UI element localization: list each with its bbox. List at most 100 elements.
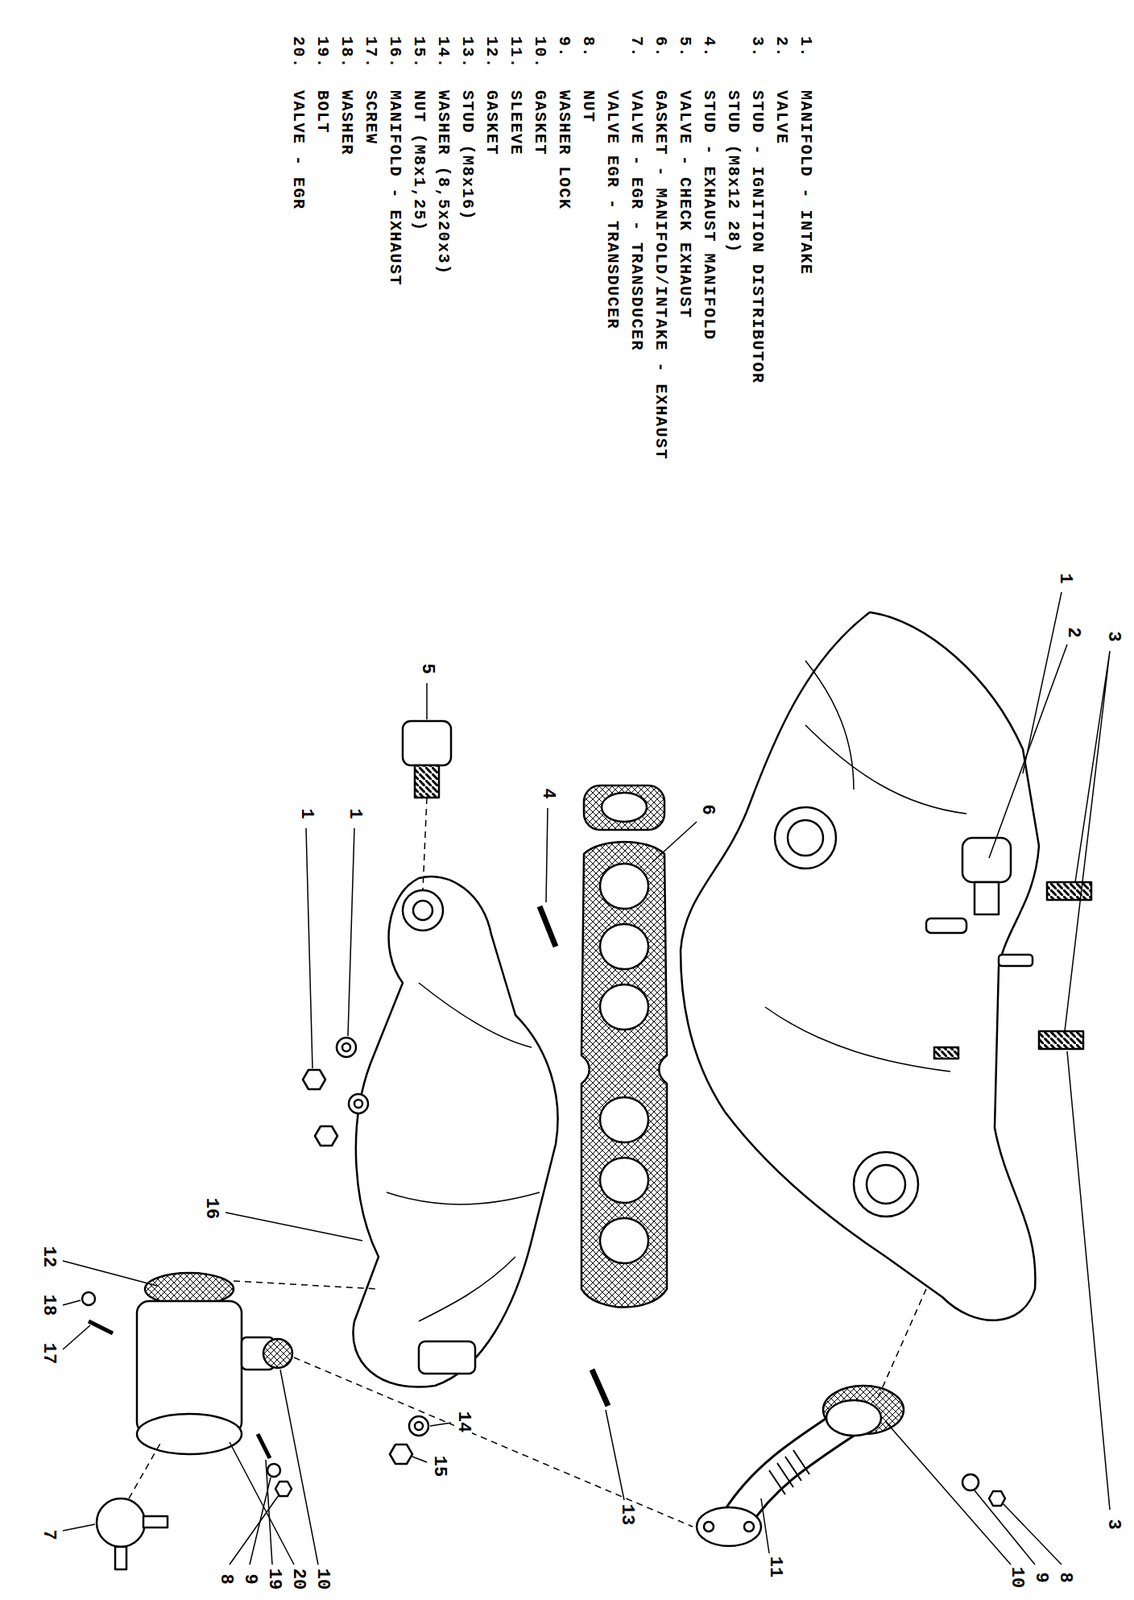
callout-number: 12 — [39, 1244, 58, 1269]
bellows — [769, 1449, 810, 1495]
gasket — [581, 841, 667, 1308]
leader-line — [229, 1494, 279, 1565]
bolt — [257, 1433, 270, 1458]
dowel — [998, 954, 1033, 966]
washer — [409, 1415, 429, 1436]
callout-number: 10 — [313, 1566, 332, 1591]
gasket — [263, 1338, 293, 1368]
pipe-stub — [926, 918, 967, 933]
callout-number: 8 — [216, 1571, 235, 1586]
assembly-line — [128, 1441, 162, 1499]
item-number: 7. — [626, 36, 646, 58]
leader-line — [412, 1456, 427, 1462]
assembly-line — [422, 797, 427, 890]
callout-number: 1 — [1055, 571, 1074, 585]
nut — [389, 1444, 413, 1464]
item-number: 2. — [771, 36, 791, 58]
item-number: 15. — [409, 36, 429, 70]
callout-number: 17 — [39, 1340, 58, 1366]
leader-line — [1067, 1051, 1110, 1510]
item-number: 4. — [699, 36, 719, 58]
part-name: VALVE - EGR - TRANSDUCER — [626, 90, 646, 352]
part-name: MANIFOLD - INTAKE — [795, 90, 816, 276]
leader-line — [306, 827, 313, 1068]
stud — [539, 906, 556, 947]
valve-fitting — [974, 881, 999, 915]
check-port — [413, 900, 433, 920]
leader-line — [426, 682, 428, 720]
nut — [275, 1481, 292, 1496]
callout-number: 16 — [202, 1196, 220, 1221]
screw — [88, 1320, 113, 1333]
stud — [591, 1369, 609, 1406]
part-name: STUD (M8x12 28) — [723, 90, 743, 254]
part-name: VALVE EGR - TRANSDUCER — [602, 90, 622, 330]
item-number: 10. — [529, 36, 550, 70]
part-name: GASKET - MANIFOLD/INTAKE - EXHAUST — [650, 90, 671, 460]
part-name: SCREW — [360, 90, 381, 145]
transducer-port — [115, 1546, 127, 1569]
check-valve — [414, 765, 439, 798]
leader-line — [761, 1498, 770, 1553]
item-number: 6. — [650, 36, 671, 58]
part-name: VALVE — [771, 90, 791, 145]
part-name: STUD - IGNITION DISTRIBUTOR — [747, 90, 767, 385]
outlet-flange — [418, 1340, 476, 1374]
item-number: 3. — [747, 36, 767, 58]
item-number: 14. — [433, 36, 453, 70]
callout-number: 11 — [765, 1554, 784, 1579]
part-name: NUT (M8x1,25) — [409, 90, 429, 232]
leader-line — [62, 1260, 158, 1286]
part-name: VALVE - CHECK EXHAUST — [674, 90, 695, 319]
callout-number: 18 — [39, 1292, 58, 1317]
item-number: 18. — [336, 36, 356, 70]
part-name: MANIFOLD - EXHAUST — [384, 90, 405, 286]
item-number: 5. — [674, 36, 695, 58]
assembly-line — [293, 1357, 693, 1527]
item-number: 20. — [288, 36, 308, 70]
leader-line — [62, 1299, 81, 1305]
item-number: 8. — [578, 36, 598, 58]
check-port — [402, 889, 443, 931]
throttle-port — [787, 819, 824, 856]
egr-valve-cap — [136, 1413, 242, 1454]
part-name: WASHER LOCK — [554, 90, 574, 211]
port — [853, 1151, 919, 1217]
gasket-hole — [600, 984, 649, 1030]
leader-line — [605, 1409, 625, 1500]
callout-number: 5 — [418, 661, 436, 675]
throttle-port — [774, 807, 837, 869]
item-number: 9. — [554, 36, 574, 58]
leader-line — [229, 1441, 294, 1565]
pipe-flange — [696, 1506, 762, 1546]
callout-number: 9 — [1031, 1569, 1050, 1584]
leader-line — [430, 1422, 452, 1426]
part-name: SLEEVE — [505, 90, 526, 156]
washer — [82, 1291, 96, 1305]
callout-number: 20 — [289, 1566, 307, 1591]
washer — [342, 1042, 351, 1052]
gasket-hole — [601, 792, 647, 822]
leader-line — [1002, 1502, 1062, 1565]
leader-line — [62, 1523, 96, 1531]
callout-number: 15 — [430, 1453, 448, 1478]
leader-line — [989, 644, 1068, 858]
callout-number: 13 — [617, 1502, 636, 1527]
item-number: 1. — [795, 36, 816, 58]
egr-pipe — [736, 1417, 854, 1519]
callout-number: 1 — [297, 806, 315, 820]
washer — [348, 1093, 369, 1114]
stud — [1047, 881, 1092, 900]
part-name: STUD (M8x16) — [457, 90, 477, 221]
nut — [314, 1125, 338, 1146]
transducer-port — [143, 1515, 168, 1528]
part-name: GASKET — [481, 90, 501, 156]
washer — [336, 1037, 356, 1057]
gasket-hole — [600, 1096, 649, 1143]
callout-number: 8 — [1055, 1569, 1074, 1584]
callout-number: 7 — [39, 1527, 58, 1541]
callout-number: 3 — [1104, 1516, 1122, 1531]
item-number: 17. — [360, 36, 381, 70]
